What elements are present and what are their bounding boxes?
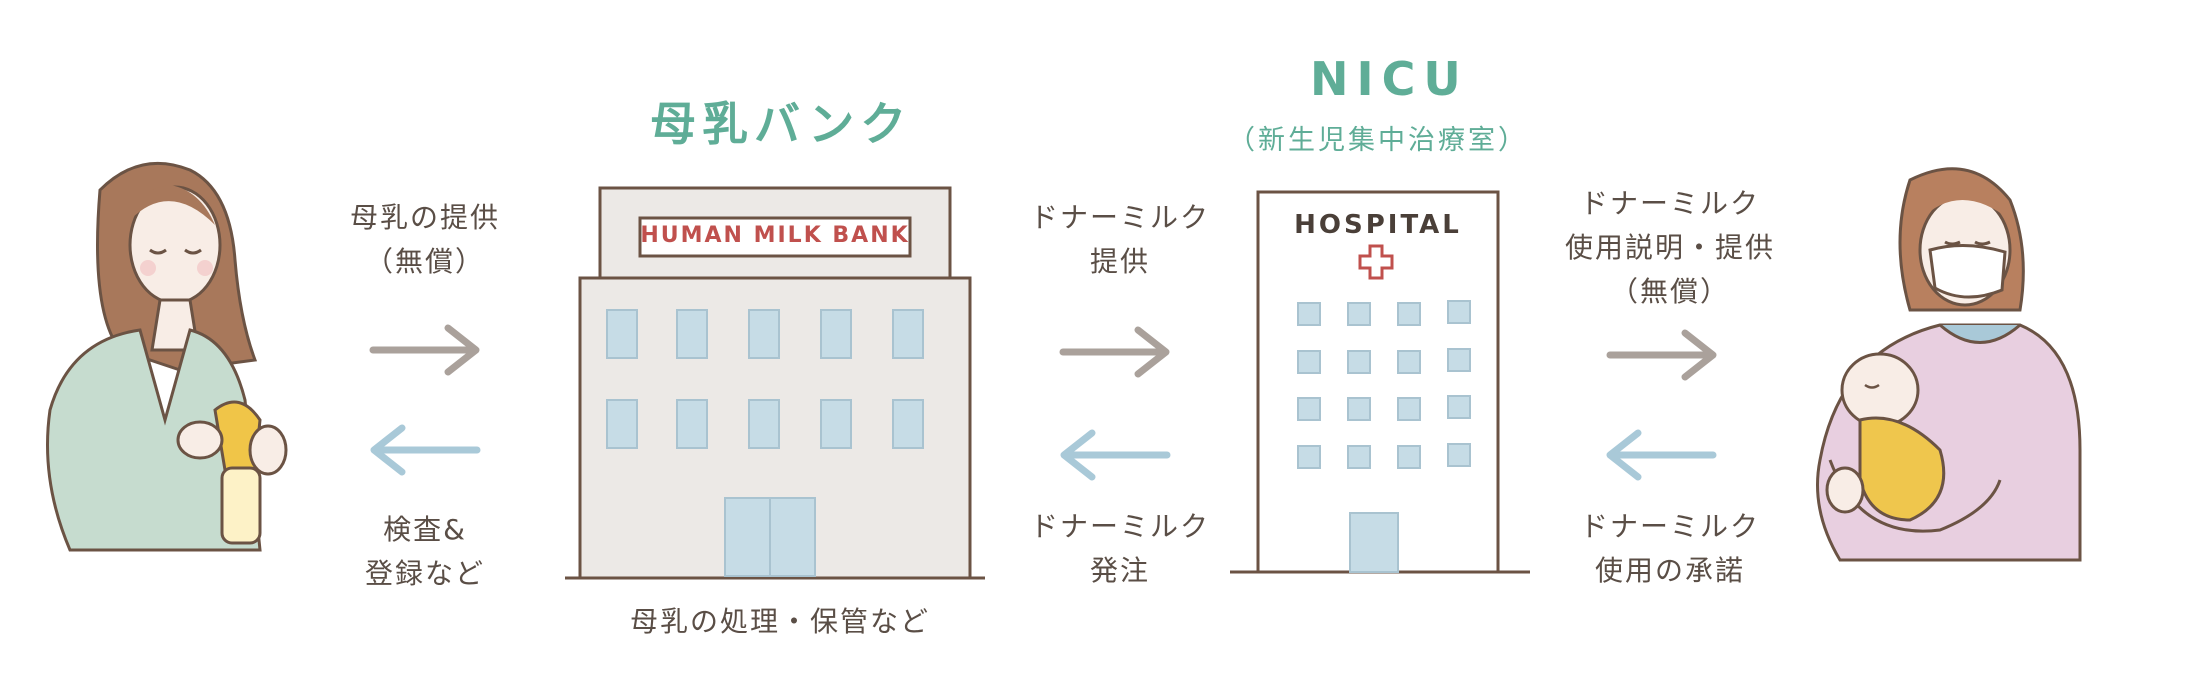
arrow-bank-to-nicu <box>1059 326 1170 378</box>
bank-sign-text: HUMAN MILK BANK <box>640 223 910 248</box>
label-bank-to-nicu: ドナーミルク 提供 <box>1029 201 1210 278</box>
hospital-sign-text: HOSPITAL <box>1294 210 1462 240</box>
donor-mother-illustration <box>46 161 288 552</box>
arrow-bank-to-donor <box>370 424 481 476</box>
label-nicu-to-family: ドナーミルク 使用説明・提供 （無償） <box>1564 187 1775 308</box>
bank-caption: 母乳の処理・保管など <box>629 605 930 638</box>
label-family-to-nicu: ドナーミルク 使用の承諾 <box>1579 510 1760 587</box>
label-bank-to-donor: 検査& 登録など <box>364 513 485 590</box>
nicu-heading: NICU <box>1310 52 1469 106</box>
milk-bank-heading: 母乳バンク <box>650 97 913 151</box>
hospital-windows <box>1297 300 1471 573</box>
hospital-building <box>1230 190 1530 574</box>
arrow-nicu-to-family <box>1606 329 1717 381</box>
milk-bank-building <box>565 186 985 580</box>
arrow-nicu-to-bank <box>1060 429 1171 481</box>
nicu-subheading: （新生児集中治療室） <box>1228 125 1528 156</box>
arrow-family-to-nicu <box>1606 429 1717 481</box>
mother-with-baby-illustration <box>1816 167 2082 562</box>
label-donor-to-bank: 母乳の提供 （無償） <box>349 201 500 278</box>
label-nicu-to-bank: ドナーミルク 発注 <box>1029 510 1210 587</box>
arrow-donor-to-bank <box>369 324 480 376</box>
